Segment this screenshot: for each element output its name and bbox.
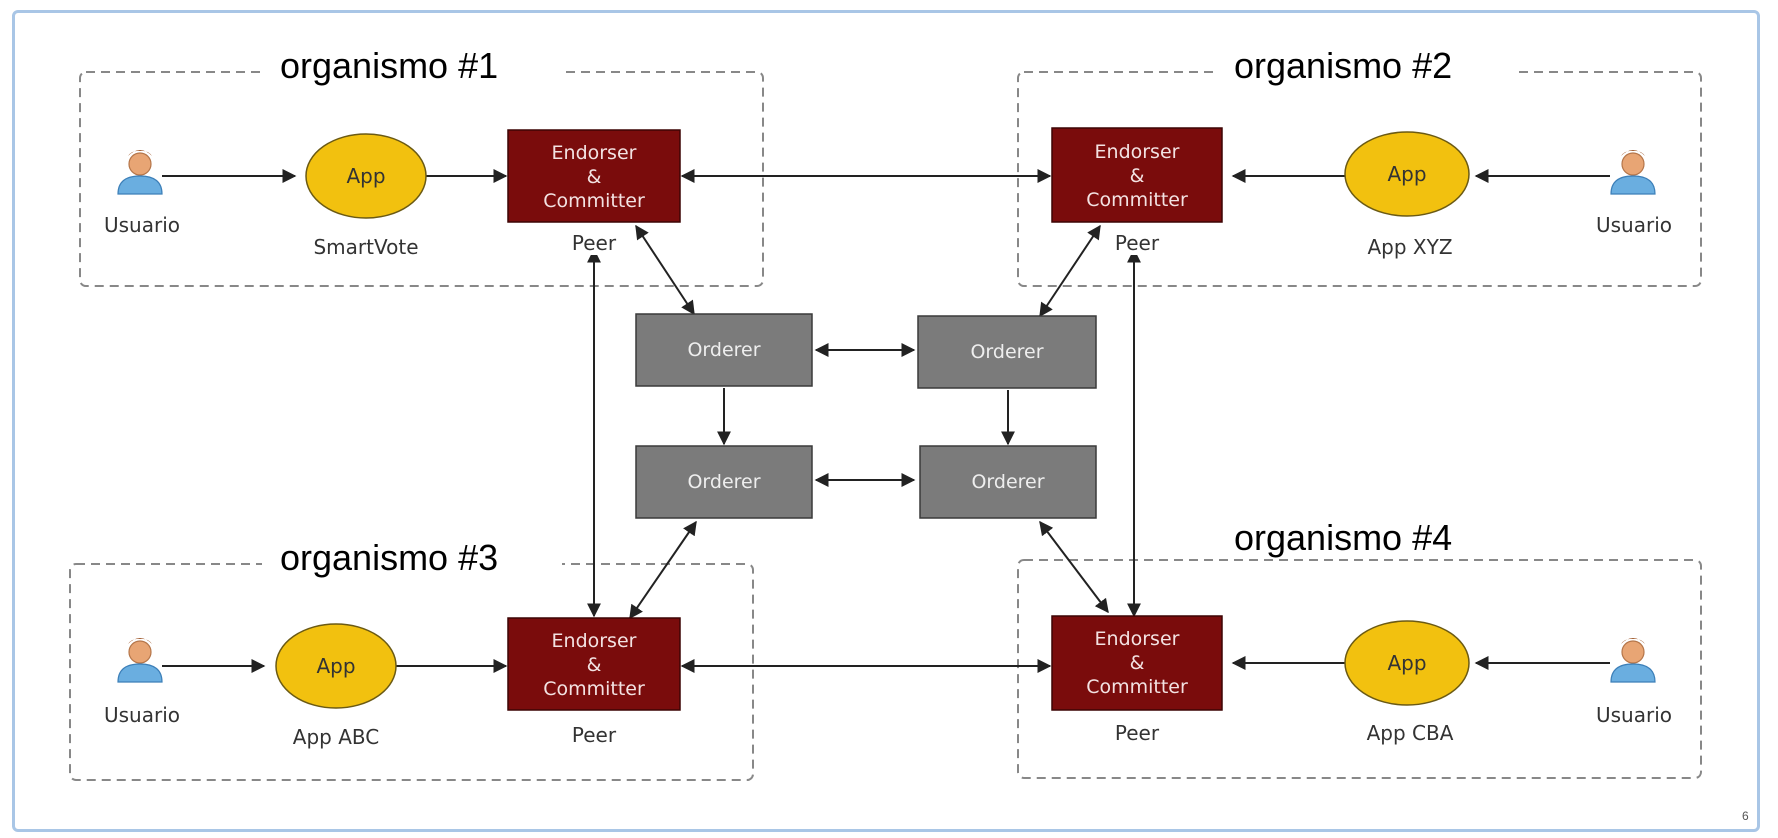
user-icon: [1610, 637, 1656, 683]
app-2-name: App XYZ: [1367, 235, 1452, 259]
peer-1-label: Peer: [572, 231, 617, 255]
user-icon: [1610, 149, 1656, 195]
peer-1-line-1: Endorser: [552, 142, 637, 164]
orderer-top-right: Orderer: [917, 315, 1097, 389]
orderer-bottom-right-label: Orderer: [971, 471, 1044, 493]
user-icon: [117, 637, 163, 683]
user-1: Usuario: [104, 149, 180, 237]
user-2-label: Usuario: [1596, 213, 1672, 237]
orderer-bottom-left: Orderer: [635, 445, 813, 519]
orderer-top-left: Orderer: [635, 313, 813, 387]
organism-1-title: organismo #1: [280, 45, 498, 86]
organism-3-title: organismo #3: [280, 537, 498, 578]
app-4-name: App CBA: [1367, 721, 1454, 745]
peer-4-line-3: Committer: [1086, 676, 1188, 698]
arrow-peer1-orderer-tl: [635, 224, 695, 316]
organism-2-group: organismo #2: [1017, 45, 1702, 287]
peer-1: Endorser & Committer Peer: [507, 129, 681, 255]
user-1-label: Usuario: [104, 213, 180, 237]
peer-2-line-3: Committer: [1086, 189, 1188, 211]
user-2: Usuario: [1596, 149, 1672, 237]
app-1: App SmartVote: [305, 133, 427, 259]
user-3-label: Usuario: [104, 703, 180, 727]
arrow-peer2-orderer-tr: [1039, 224, 1101, 318]
peer-4-line-2: &: [1130, 652, 1145, 674]
organism-1-group: organismo #1: [79, 45, 764, 287]
app-3: App App ABC: [275, 623, 397, 749]
orderer-bottom-right: Orderer: [919, 445, 1097, 519]
peer-1-line-2: &: [587, 166, 602, 188]
user-3: Usuario: [104, 637, 180, 727]
peer-2-label: Peer: [1115, 231, 1160, 255]
arrow-peer3-orderer-bl: [629, 520, 697, 620]
organism-4-group: organismo #4: [1017, 512, 1702, 779]
user-4: Usuario: [1596, 637, 1672, 727]
organism-2-title: organismo #2: [1234, 45, 1452, 86]
app-1-label: App: [346, 164, 385, 188]
app-1-name: SmartVote: [313, 235, 418, 259]
peer-4-line-1: Endorser: [1095, 628, 1180, 650]
peer-2: Endorser & Committer Peer: [1051, 127, 1223, 255]
connectors: [162, 169, 1610, 673]
app-2: App App XYZ: [1344, 131, 1470, 259]
peer-3: Endorser & Committer Peer: [507, 617, 681, 747]
app-4: App App CBA: [1344, 620, 1470, 745]
app-3-label: App: [316, 654, 355, 678]
peer-3-line-1: Endorser: [552, 630, 637, 652]
peer-4-label: Peer: [1115, 721, 1160, 745]
orderer-bottom-left-label: Orderer: [687, 471, 760, 493]
user-4-label: Usuario: [1596, 703, 1672, 727]
peer-3-line-2: &: [587, 654, 602, 676]
peer-2-line-2: &: [1130, 165, 1145, 187]
user-icon: [117, 149, 163, 195]
page-number: 6: [1742, 809, 1749, 823]
app-3-name: App ABC: [293, 725, 379, 749]
peer-4: Endorser & Committer Peer: [1051, 615, 1223, 745]
orderer-top-left-label: Orderer: [687, 339, 760, 361]
organism-4-title: organismo #4: [1234, 517, 1452, 558]
peer-3-line-3: Committer: [543, 678, 645, 700]
peer-1-line-3: Committer: [543, 190, 645, 212]
app-2-label: App: [1387, 162, 1426, 186]
organism-3-group: organismo #3: [69, 537, 754, 781]
peer-3-label: Peer: [572, 723, 617, 747]
app-4-label: App: [1387, 651, 1426, 675]
peer-2-line-1: Endorser: [1095, 141, 1180, 163]
arrow-peer4-orderer-br: [1039, 520, 1109, 614]
orderer-top-right-label: Orderer: [970, 341, 1043, 363]
